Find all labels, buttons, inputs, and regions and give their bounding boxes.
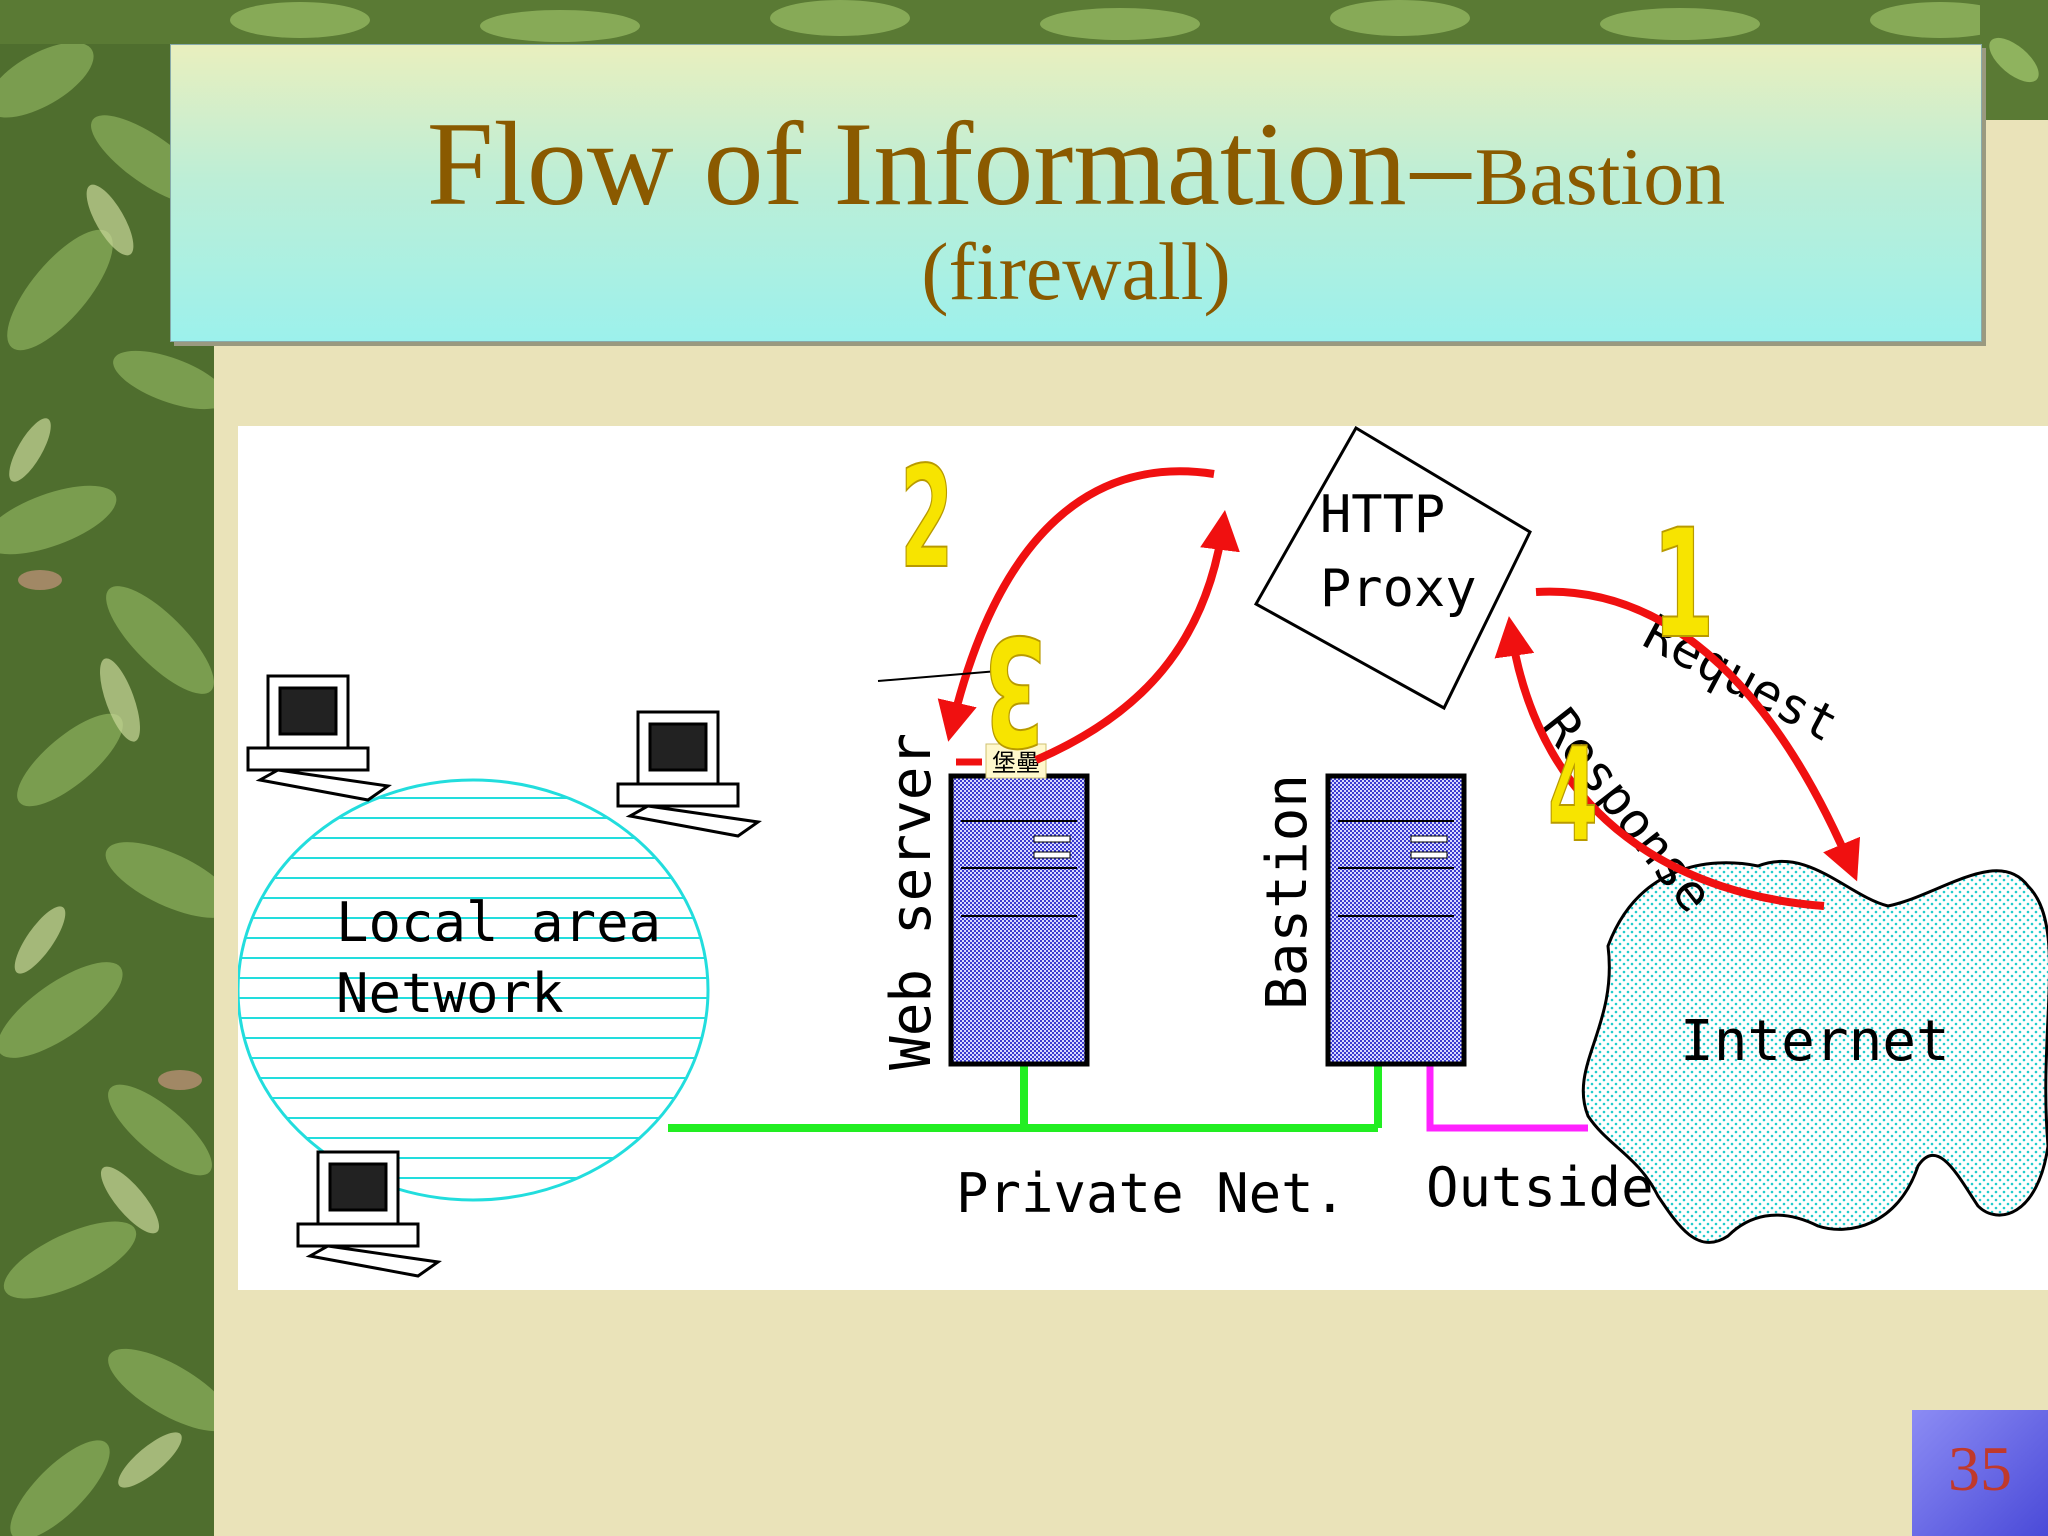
private-net-label: Private Net. bbox=[956, 1162, 1346, 1225]
outside-line bbox=[1426, 1066, 1588, 1132]
arrow-to-web-server bbox=[937, 467, 1215, 742]
private-net-line bbox=[668, 1058, 1382, 1132]
bastion-server-icon bbox=[1325, 773, 1467, 1067]
leaf-background-top bbox=[0, 0, 2048, 44]
step-3-number: 3 bbox=[983, 602, 1046, 777]
web-server-label: Web server bbox=[879, 733, 944, 1070]
title-main: Flow of Information bbox=[426, 97, 1407, 230]
arrow-response bbox=[1494, 616, 1825, 910]
tag-label: 堡壘 bbox=[992, 749, 1040, 777]
computer-icon bbox=[296, 1150, 442, 1278]
page-number: 35 bbox=[1912, 1410, 2048, 1536]
internet-cloud: Internet bbox=[1581, 859, 2048, 1244]
title-suffix: Bastion bbox=[1474, 131, 1726, 222]
flow-arrows bbox=[937, 467, 1861, 910]
slide-title: Flow of Information – Bastion bbox=[171, 95, 1981, 233]
bastion-tag: 堡壘 bbox=[956, 743, 1047, 779]
leaf-background-right bbox=[1980, 0, 2048, 120]
computer-icon bbox=[616, 710, 762, 838]
proxy-label-line2: Proxy bbox=[1320, 559, 1477, 619]
step-4-number: 4 bbox=[1548, 720, 1598, 871]
outside-label: Outside bbox=[1426, 1156, 1654, 1219]
network-diagram: Local area Network bbox=[238, 426, 2048, 1290]
http-proxy-box: HTTP Proxy bbox=[1253, 426, 1532, 711]
computer-icon bbox=[246, 674, 392, 802]
lan-label-line2: Network bbox=[336, 962, 564, 1025]
pointer-line bbox=[877, 670, 999, 682]
title-subtitle: (firewall) bbox=[921, 226, 1231, 317]
bastion-label: Bastion bbox=[1255, 774, 1320, 1010]
arrow-to-proxy bbox=[1034, 510, 1240, 764]
internet-label: Internet bbox=[1680, 1009, 1950, 1074]
proxy-label-line1: HTTP bbox=[1320, 485, 1445, 545]
step-2-number: 2 bbox=[900, 436, 954, 600]
title-box: Flow of Information – Bastion (firewall) bbox=[170, 44, 1982, 342]
arrow-request bbox=[1535, 587, 1861, 882]
lan-label-line1: Local area bbox=[336, 891, 661, 954]
step-1-number: 1 bbox=[1652, 498, 1715, 673]
web-server-icon bbox=[948, 773, 1090, 1067]
title-dash: – bbox=[1410, 97, 1471, 230]
